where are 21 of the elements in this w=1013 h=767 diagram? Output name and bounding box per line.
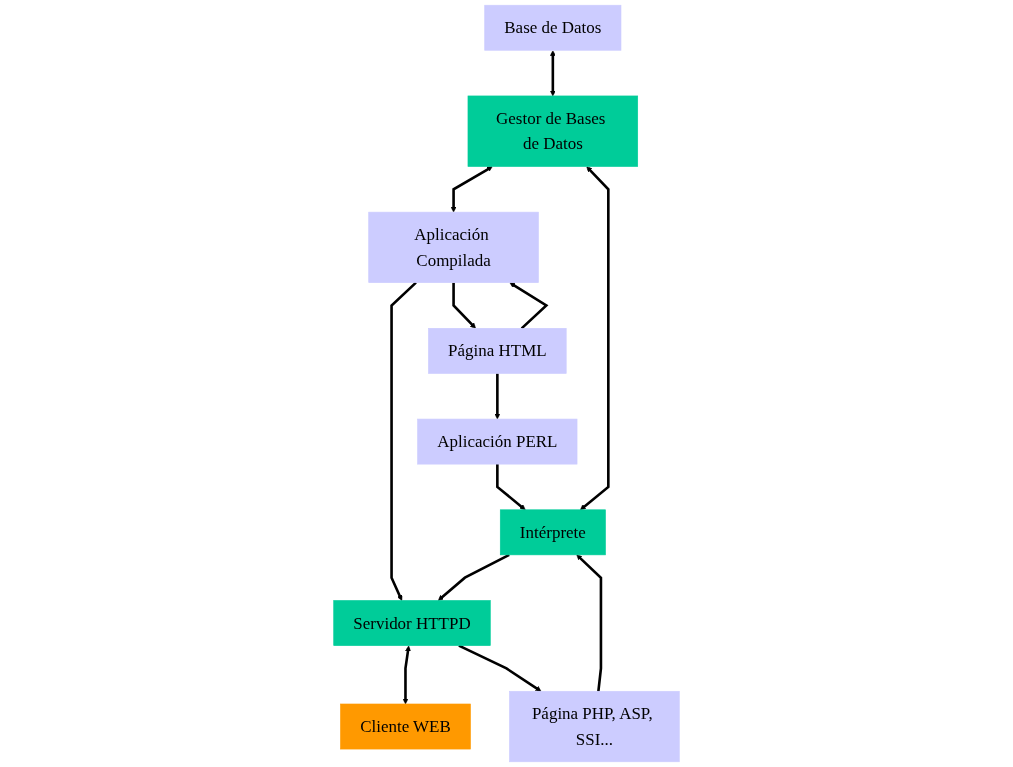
node-box: Página PHP, ASP, SSI... — [509, 690, 680, 763]
node-box: Aplicación PERL — [417, 418, 578, 465]
arrow — [452, 282, 476, 329]
node-box: Gestor de Bases de Datos — [467, 95, 639, 167]
arrow — [496, 464, 526, 511]
node-box: Aplicación Compilada — [368, 211, 539, 283]
arrow — [438, 553, 510, 601]
node-box: Cliente WEB — [340, 703, 471, 750]
arrow — [390, 281, 417, 601]
arrow — [580, 166, 610, 511]
arrow — [450, 166, 493, 213]
arrow — [458, 644, 542, 692]
node-box: Servidor HTTPD — [333, 600, 491, 646]
arrow — [576, 554, 603, 692]
arrow — [494, 373, 501, 420]
node-box: Intérprete — [499, 509, 606, 556]
node-box: Página HTML — [428, 328, 567, 374]
arrow — [509, 282, 549, 330]
arrow — [402, 645, 411, 705]
arrow — [549, 50, 556, 97]
node-box: Base de Datos — [484, 4, 622, 51]
